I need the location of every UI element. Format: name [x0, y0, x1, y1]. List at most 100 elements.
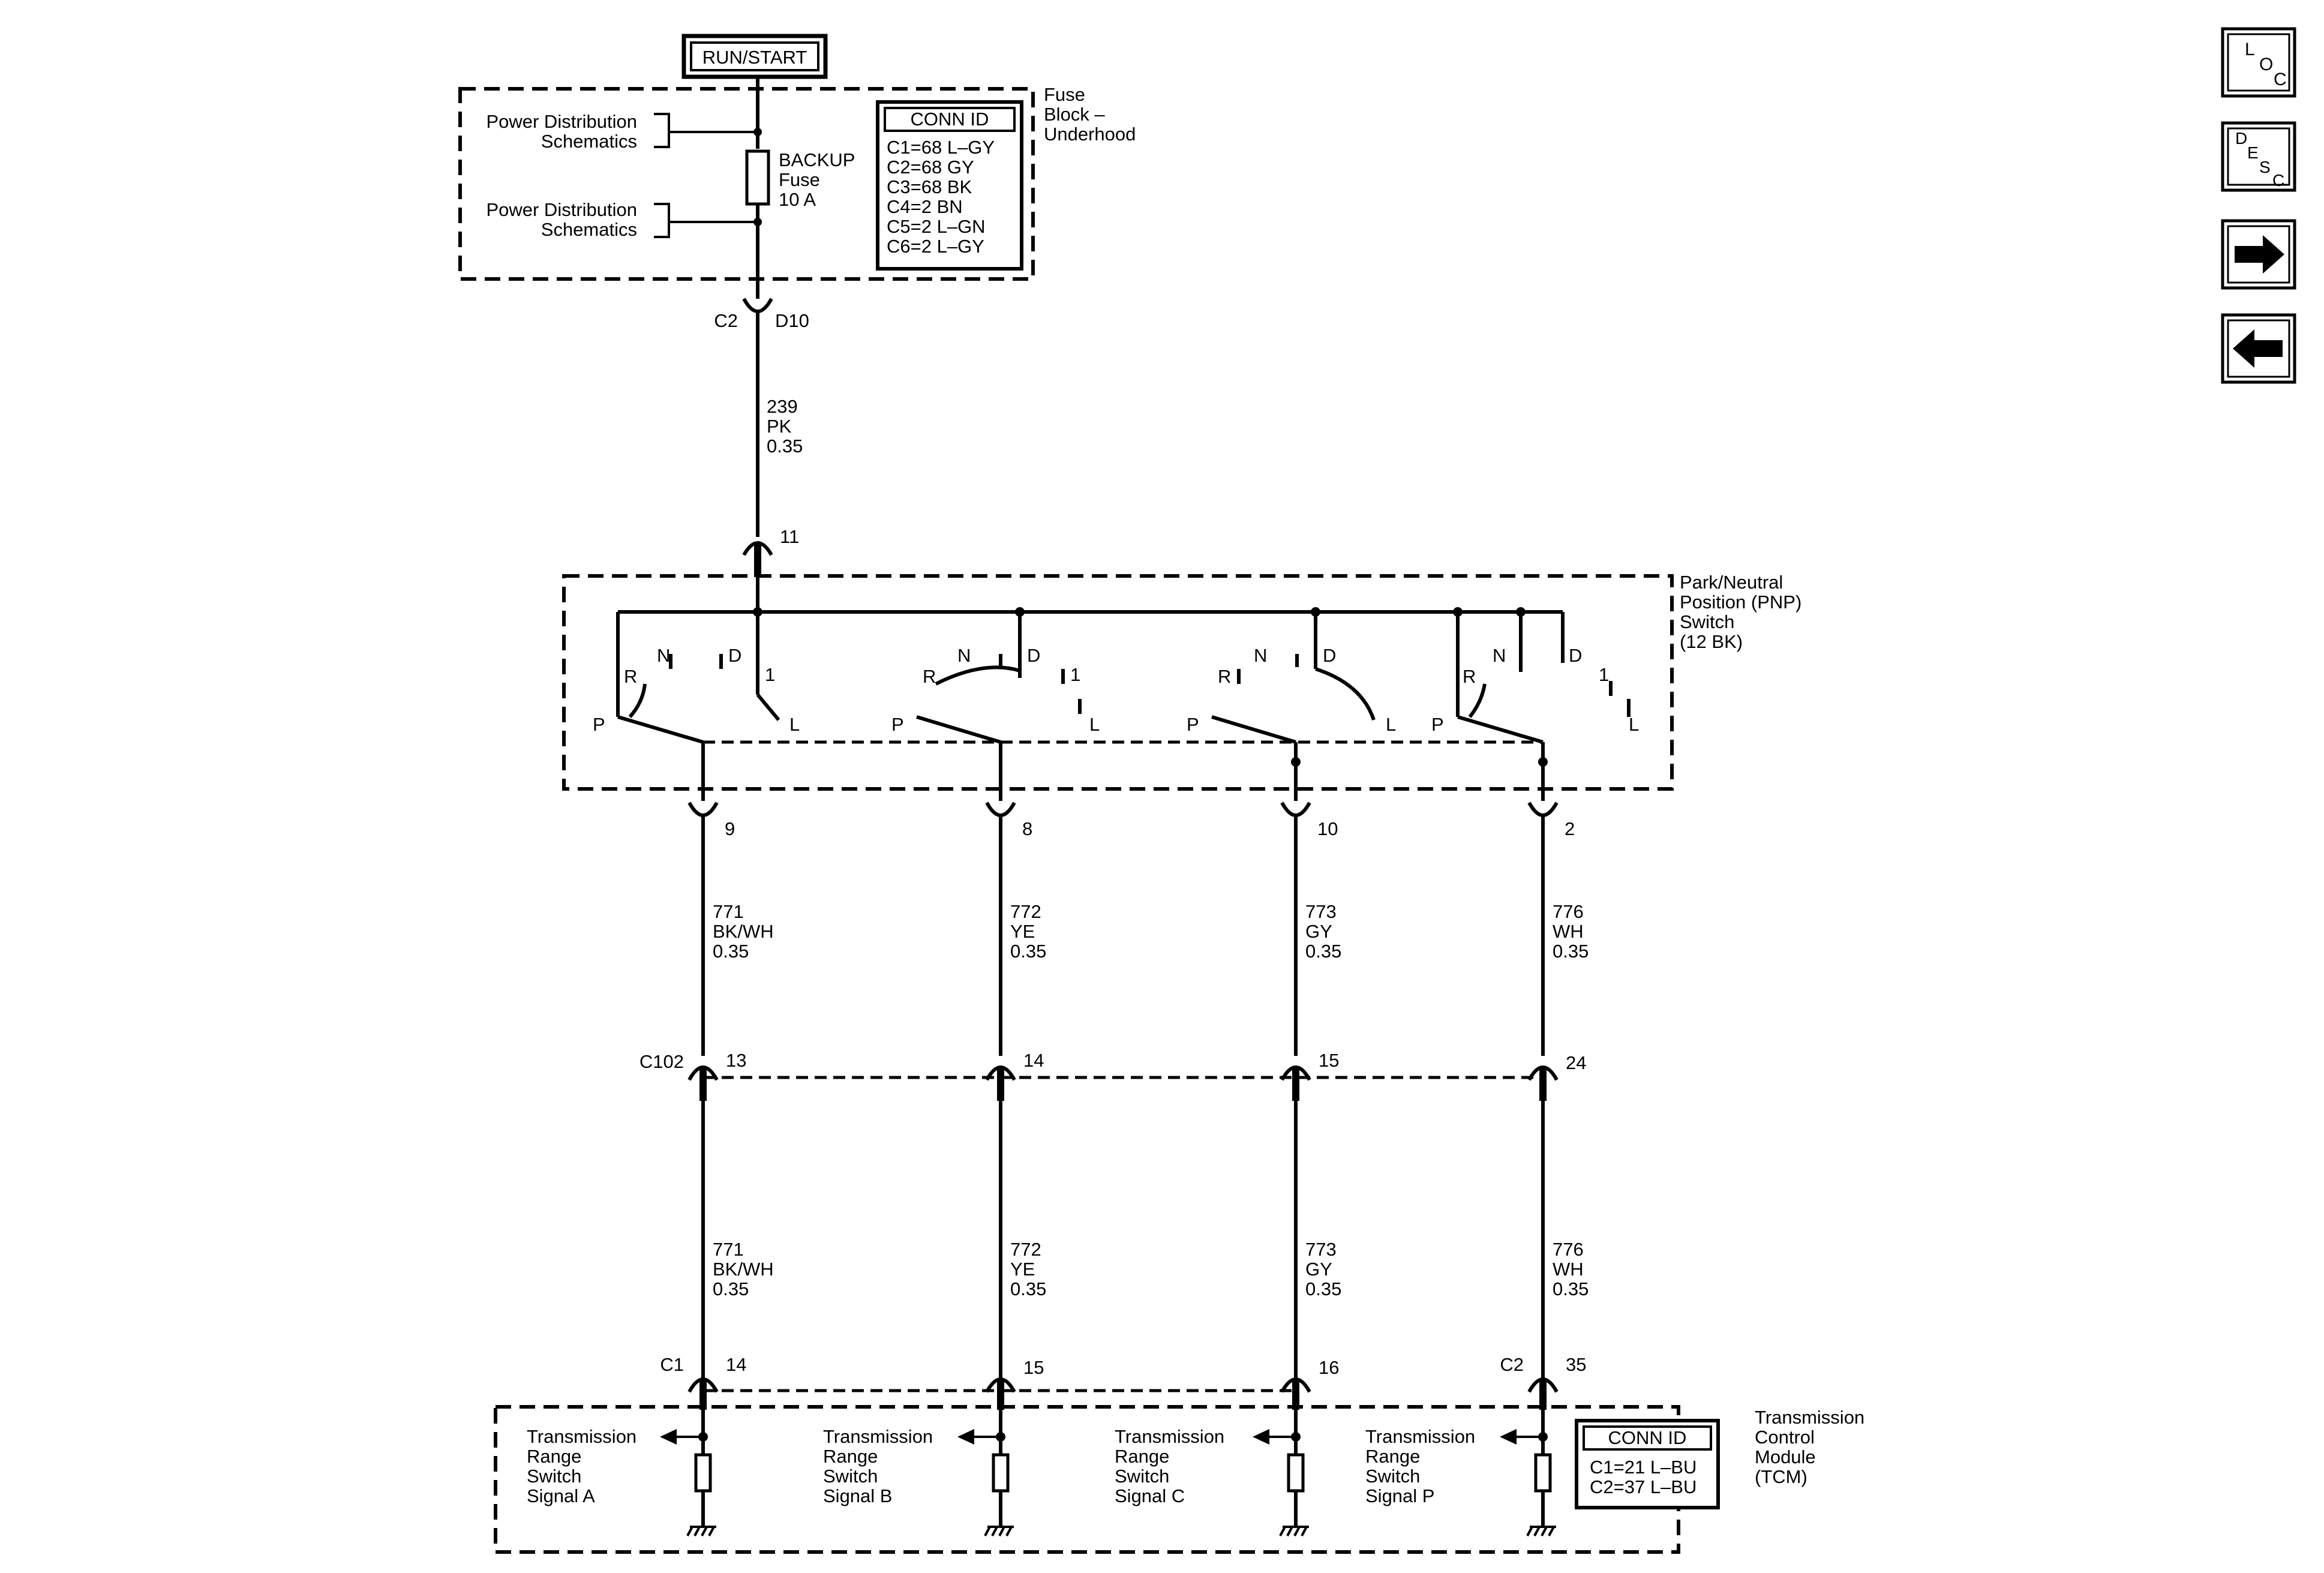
feed-wire-gauge: 0.35: [767, 436, 803, 457]
upper-wire-772: 772 YE 0.35: [1010, 901, 1046, 962]
upper-wire-1-color: BK/WH: [713, 921, 774, 942]
fuse-label-2: Fuse: [779, 169, 820, 190]
pnp-b-label-d: D: [1027, 645, 1040, 666]
tcm-pin-3: 16: [1280, 1357, 1339, 1410]
lower-wire-3-color: GY: [1305, 1259, 1332, 1280]
upper-wire-776: 776 WH 0.35: [1553, 901, 1589, 962]
fuse-conn-entry-5: C5=2 L–GN: [887, 216, 986, 237]
signal-b-line3: Switch: [823, 1466, 878, 1487]
fuse-block-boundary: [458, 87, 1035, 281]
power-source: RUN/START: [681, 34, 828, 79]
c102-pin-4-label: 24: [1566, 1052, 1586, 1073]
signal-b-line1: Transmission: [823, 1426, 933, 1447]
tcm-module: Transmission Control Module (TCM) Transm…: [494, 1405, 1864, 1554]
c102-pin-3: 15: [1280, 1050, 1339, 1101]
pnp-d-label-p: P: [1431, 714, 1444, 735]
tcm-connector-c1-label: C1: [660, 1354, 684, 1375]
pnp-a-label-p: P: [593, 714, 605, 735]
signal-p-line4: Signal P: [1365, 1485, 1434, 1506]
pnp-out-pin-3: 10: [1317, 818, 1338, 839]
loc-letter-c: C: [2274, 70, 2287, 89]
feed-wire-239: 239 PK 0.35: [767, 396, 803, 457]
fuse-conn-entry-4: C4=2 BN: [887, 196, 963, 217]
lower-wire-3-circuit: 773: [1305, 1239, 1337, 1260]
loc-letter-o: O: [2259, 55, 2273, 74]
tcm-pin-4-label: 35: [1566, 1354, 1586, 1375]
power-distribution-ref-2-line1: Power Distribution: [486, 199, 637, 220]
fuse-label-3: 10 A: [779, 189, 816, 210]
lower-wire-2-circuit: 772: [1010, 1239, 1041, 1260]
pnp-out-pin-1: 9: [725, 818, 735, 839]
signal-a-arrow-icon: [660, 1429, 677, 1445]
pnp-b-label-p: P: [891, 714, 904, 735]
tcm-title-2: Control: [1755, 1427, 1815, 1448]
upper-wire-2-color: YE: [1010, 921, 1035, 942]
lower-wire-4-gauge: 0.35: [1553, 1278, 1589, 1299]
tcm-signal-c: Transmission Range Switch Signal C: [1115, 1410, 1309, 1536]
desc-letter-c: C: [2272, 171, 2284, 190]
fuse-label-1: BACKUP: [779, 149, 855, 170]
c102-pin-3-label: 15: [1319, 1050, 1339, 1071]
pnp-b-label-1: 1: [1070, 664, 1080, 685]
previous-button[interactable]: [2221, 313, 2296, 384]
tcm-conn-entry-1: C1=21 L–BU: [1590, 1457, 1697, 1478]
lower-wire-773: 773 GY 0.35: [1305, 1239, 1341, 1299]
power-distribution-ref-1-line1: Power Distribution: [486, 111, 637, 132]
pnp-section-d: P R N D 1 L: [1431, 612, 1639, 801]
pnp-section-a: P R N D 1 L: [593, 612, 800, 801]
pnp-out-1: 9: [687, 801, 735, 1056]
pnp-c-label-p: P: [1187, 714, 1199, 735]
fuse-block-conn-id: CONN ID C1=68 L–GY C2=68 GY C3=68 BK C4=…: [876, 100, 1023, 271]
c102-pin-1-label: 13: [726, 1050, 746, 1071]
power-source-label: RUN/START: [702, 47, 807, 68]
desc-letter-e: E: [2247, 143, 2259, 162]
arrow-left-icon: [2233, 329, 2283, 368]
fuse-out-pin-label: D10: [775, 310, 809, 331]
power-distribution-ref-2[interactable]: Power Distribution Schematics: [486, 199, 762, 240]
lower-wire-1-circuit: 771: [713, 1239, 744, 1260]
tcm-pin-3-label: 16: [1319, 1357, 1339, 1378]
upper-wire-2-gauge: 0.35: [1010, 941, 1046, 962]
signal-c-line1: Transmission: [1115, 1426, 1224, 1447]
pnp-c-label-r: R: [1218, 666, 1231, 687]
tcm-pin-4: 35: [1527, 1354, 1586, 1410]
pnp-input-pin: 11: [780, 526, 799, 547]
lower-wire-776: 776 WH 0.35: [1553, 1239, 1589, 1299]
desc-button[interactable]: D E S C: [2221, 121, 2296, 192]
signal-c-line4: Signal C: [1115, 1485, 1185, 1506]
pnp-d-label-1: 1: [1599, 664, 1609, 685]
tcm-title-3: Module: [1755, 1446, 1816, 1467]
power-distribution-ref-1[interactable]: Power Distribution Schematics: [486, 111, 762, 152]
feed-wire-circuit: 239: [767, 396, 798, 417]
signal-b-line2: Range: [823, 1446, 878, 1467]
next-button[interactable]: [2221, 219, 2296, 290]
tcm-conn-entry-2: C2=37 L–BU: [1590, 1476, 1697, 1497]
pnp-switch: Park/Neutral Position (PNP) Switch (12 B…: [562, 572, 1801, 801]
pnp-title-4: (12 BK): [1680, 631, 1743, 652]
lower-wire-labels: 771 BK/WH 0.35 772 YE 0.35 773 GY 0.35 7…: [713, 1239, 1589, 1299]
signal-p-line2: Range: [1365, 1446, 1420, 1467]
tcm-boundary: [494, 1405, 1680, 1554]
upper-wire-labels: 771 BK/WH 0.35 772 YE 0.35 773 GY 0.35 7…: [713, 901, 1589, 962]
pnp-d-label-l: L: [1629, 714, 1639, 735]
pnp-d-label-n: N: [1493, 645, 1506, 666]
lower-wire-771: 771 BK/WH 0.35: [713, 1239, 774, 1299]
fuse-out-connector-label: C2: [714, 310, 738, 331]
pnp-section-b: P R N D 1 L: [891, 612, 1100, 801]
lower-wire-3-gauge: 0.35: [1305, 1278, 1341, 1299]
pnp-title-1: Park/Neutral: [1680, 572, 1783, 593]
pnp-out-4: 2: [1527, 801, 1575, 1056]
pnp-title-3: Switch: [1680, 611, 1734, 632]
upper-wire-3-gauge: 0.35: [1305, 941, 1341, 962]
upper-wire-1-gauge: 0.35: [713, 941, 749, 962]
pnp-input-connector: 11: [742, 526, 799, 577]
signal-p-line1: Transmission: [1365, 1426, 1475, 1447]
pnp-out-pin-4: 2: [1565, 818, 1575, 839]
tcm-connector-c2-label: C2: [1500, 1354, 1524, 1375]
signal-a-line1: Transmission: [527, 1426, 636, 1447]
loc-button[interactable]: L O C: [2221, 27, 2296, 98]
signal-p-arrow-icon: [1500, 1429, 1517, 1445]
fuse-conn-entry-3: C3=68 BK: [887, 176, 972, 197]
signal-c-arrow-icon: [1253, 1429, 1269, 1445]
pnp-a-label-l: L: [789, 714, 800, 735]
